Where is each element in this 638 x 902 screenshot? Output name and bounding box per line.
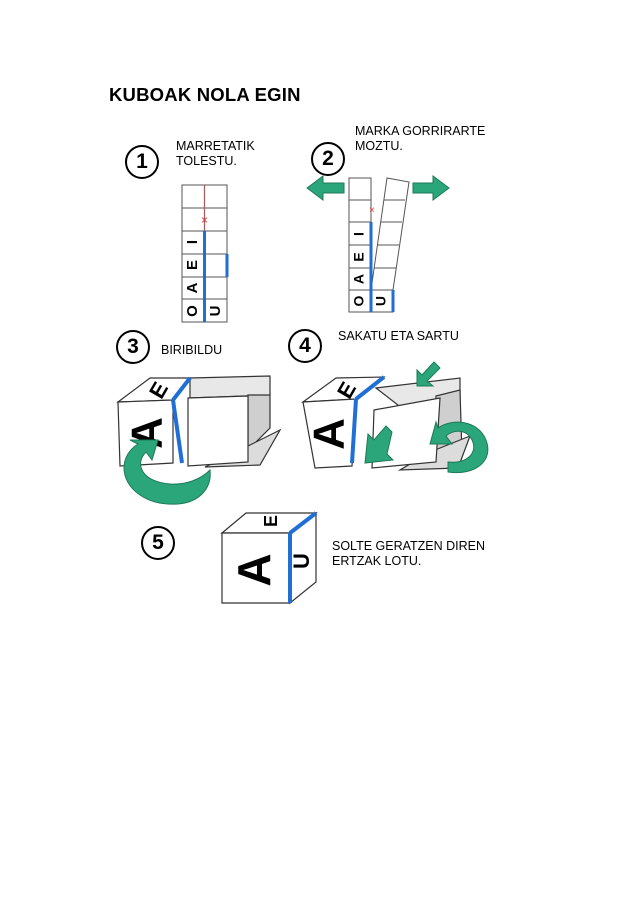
step-5-caption: SOLTE GERATZEN DIREN ERTZAK LOTU. <box>332 539 485 569</box>
step-2-caption-line2: MOZTU. <box>355 139 403 153</box>
step-2-number: 2 <box>311 142 345 176</box>
step-1-caption-line2: TOLESTU. <box>176 154 237 168</box>
step-3-caption: BIRIBILDU <box>161 343 222 358</box>
insert-arrow-icon <box>364 425 395 464</box>
step-1-caption: MARRETATIK TOLESTU. <box>176 139 255 169</box>
curved-arrow-icon <box>123 439 211 505</box>
cut-mark-icon: × <box>369 205 375 216</box>
strip-letter: A <box>351 274 367 284</box>
curved-arrow-icon <box>429 420 489 474</box>
step-5-blue-edge-top <box>288 511 318 535</box>
cube-letter-e: E <box>261 515 281 527</box>
step-5-finished-cube <box>220 511 318 605</box>
step-3-number: 3 <box>116 330 150 364</box>
step-4-blue-edge-top <box>354 375 386 401</box>
step-3-caption-line1: BIRIBILDU <box>161 343 223 357</box>
step-1-caption-line1: MARRETATIK <box>176 139 255 153</box>
cut-mark-icon: × <box>201 213 208 227</box>
strip-letter: U <box>373 296 389 306</box>
step-3-cube-illustration <box>116 375 282 468</box>
arrow-right-icon <box>412 175 450 201</box>
strip-letter: O <box>351 295 367 306</box>
strip-letter: E <box>351 252 367 261</box>
step-5-caption-line1: SOLTE GERATZEN DIREN <box>332 539 486 553</box>
strip-letter: A <box>184 282 201 293</box>
step-5-caption-line2: ERTZAK LOTU. <box>332 554 422 568</box>
step-1-number: 1 <box>125 145 159 179</box>
step-2-paper-strip <box>348 177 410 313</box>
step-5-number: 5 <box>141 526 175 560</box>
step-3-blue-edge-top <box>171 376 192 402</box>
cube-letter-a: A <box>305 418 354 450</box>
strip-letter: E <box>184 260 201 270</box>
strip-letter: U <box>207 306 224 317</box>
step-2-caption-line1: MARKA GORRIRARTE <box>355 124 486 138</box>
step-4-blue-edge <box>350 398 358 464</box>
strip-letter: O <box>184 305 201 317</box>
step-2-caption: MARKA GORRIRARTE MOZTU. <box>355 124 485 154</box>
press-arrow-icon <box>416 361 441 387</box>
arrow-left-icon <box>306 175 345 201</box>
step-4-caption-line1: SAKATU ETA SARTU <box>338 329 459 343</box>
step-4-number: 4 <box>288 329 322 363</box>
cube-letter-u: U <box>289 553 314 569</box>
step-4-caption: SAKATU ETA SARTU <box>338 329 459 344</box>
strip-letter: I <box>184 240 201 244</box>
cube-letter-a: A <box>228 553 280 586</box>
step-3-blue-edge <box>171 399 184 464</box>
strip-letter: I <box>351 232 367 236</box>
page-title: KUBOAK NOLA EGIN <box>109 84 301 105</box>
step-4-cube-illustration <box>300 376 472 471</box>
